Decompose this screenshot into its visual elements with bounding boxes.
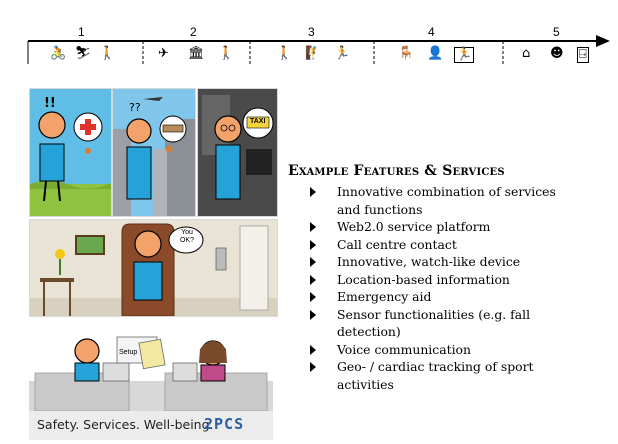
brand-logo: 2PCS xyxy=(204,415,245,433)
list-item: Web2.0 service platform xyxy=(310,218,580,236)
climbing-icon: 🧗 xyxy=(305,46,322,61)
list-item: Sensor functionalities (e.g. fall detect… xyxy=(310,306,580,341)
list-item: Innovative combination of services and f… xyxy=(310,183,580,218)
cycling-icon: 🚴 xyxy=(50,46,67,61)
list-item: Voice communication xyxy=(310,341,580,359)
feature-text: Emergency aid xyxy=(337,289,432,304)
office-setup-illustration xyxy=(29,336,273,411)
airplane-icon: ✈ xyxy=(158,46,169,61)
list-item: Call centre contact xyxy=(310,236,580,254)
features-list: Innovative combination of services and f… xyxy=(310,183,580,393)
museum-icon: 🏛 xyxy=(188,46,205,61)
bullet-arrow-icon xyxy=(310,239,316,250)
bullet-arrow-icon xyxy=(310,292,316,302)
bullet-arrow-icon xyxy=(310,344,316,355)
taxi-sign-label: TAXI xyxy=(250,118,266,125)
nordic-walking-icon: 🚶 xyxy=(276,46,293,61)
feature-text: Geo- / cardiac tracking of sport activit… xyxy=(337,359,534,392)
emergency-exit-icon: 🏃 xyxy=(454,47,475,63)
bullet-arrow-icon xyxy=(310,362,316,372)
feature-text: Call centre contact xyxy=(337,236,457,252)
bullet-arrow-icon xyxy=(310,187,316,197)
hiking-icon: 🚶 xyxy=(99,46,116,61)
setup-window-label: Setup xyxy=(119,349,138,356)
feature-text: Sensor functionalities (e.g. fall detect… xyxy=(337,306,531,340)
sitting-icon: 🪑 xyxy=(398,46,415,61)
comic-panel-home-check: You OK? xyxy=(29,219,278,317)
features-heading: Example Features & Services xyxy=(288,163,505,179)
activity-timeline: 1 2 3 4 5 🚴 ⛷ 🚶 ✈ 🏛 🚶 🚶 🧗 🏃 🪑 👤 🏃 ⌂ ☻ ⍈ xyxy=(0,0,618,80)
list-item: Location-based information xyxy=(310,271,580,289)
bullet-arrow-icon xyxy=(310,274,316,285)
svg-text:!!: !! xyxy=(44,96,56,111)
home-check-illustration xyxy=(30,223,277,316)
running-icon: 🏃 xyxy=(334,46,351,61)
person-alert-icon: 👤 xyxy=(427,46,444,61)
comic-panel-fall-alert: !! xyxy=(29,88,112,217)
home-icon: ⌂ xyxy=(522,46,531,61)
city-navigation-illustration: ?? xyxy=(113,97,195,216)
comic-panel-taxi: TAXI xyxy=(197,88,278,217)
comic-panel-city-navigation: ?? xyxy=(112,88,196,217)
list-item: Innovative, watch-like device xyxy=(310,253,580,271)
tagline: Safety. Services. Well-being. xyxy=(37,417,214,432)
feature-text: Voice communication xyxy=(337,341,471,357)
you-ok-bubble: You OK? xyxy=(179,229,194,244)
list-item: Emergency aid xyxy=(310,288,580,306)
bullet-arrow-icon xyxy=(310,257,316,267)
bullet-arrow-icon xyxy=(310,309,316,320)
phase-1-label: 1 xyxy=(78,25,85,39)
caption-bar: Safety. Services. Well-being. 2PCS xyxy=(29,411,273,440)
walking-icon: 🚶 xyxy=(218,46,235,61)
taxi-illustration xyxy=(198,89,277,216)
fall-alert-illustration: !! xyxy=(30,96,111,216)
phase-2-label: 2 xyxy=(190,25,197,39)
feature-text: Innovative combination of services and f… xyxy=(337,184,556,217)
timeline-axis xyxy=(27,35,610,66)
feature-text: Web2.0 service platform xyxy=(337,219,491,234)
phase-5-label: 5 xyxy=(553,25,560,39)
feature-text: Location-based information xyxy=(337,271,510,287)
list-item: Geo- / cardiac tracking of sport activit… xyxy=(310,358,580,393)
comic-panel-office-setup: Setup xyxy=(29,329,273,411)
skiing-icon: ⛷ xyxy=(75,46,92,61)
feature-text: Innovative, watch-like device xyxy=(337,254,521,269)
bullet-arrow-icon xyxy=(310,222,316,232)
phase-4-label: 4 xyxy=(428,25,435,39)
phase-3-label: 3 xyxy=(308,25,315,39)
head-icon: ☻ xyxy=(550,46,564,61)
svg-text:??: ?? xyxy=(129,101,141,114)
exit-icon: ⍈ xyxy=(577,47,589,63)
